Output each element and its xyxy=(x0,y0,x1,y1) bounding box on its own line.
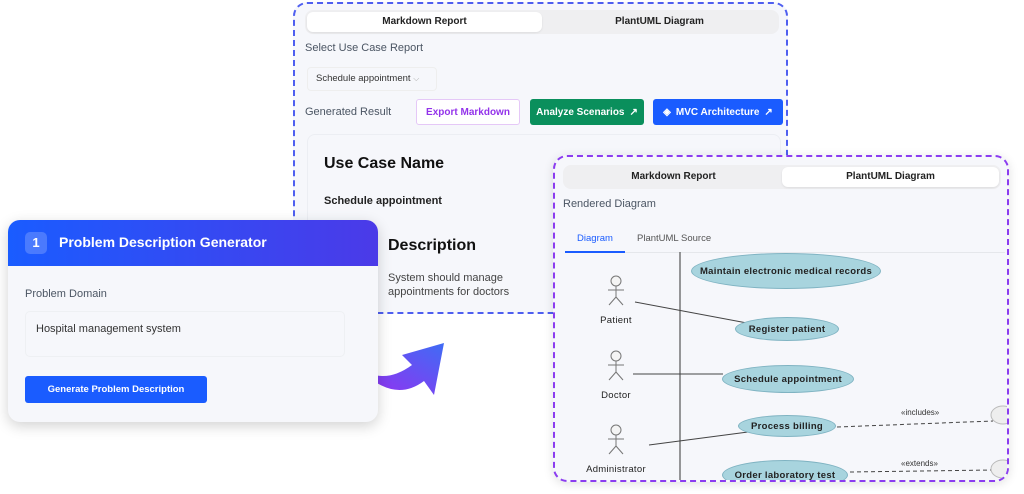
includes-label: «includes» xyxy=(901,408,940,417)
use-case-name-value: Schedule appointment xyxy=(324,195,442,207)
use-case-register-patient: Register patient xyxy=(735,317,839,341)
actor-patient-icon xyxy=(608,275,624,306)
heading-description: Description xyxy=(388,237,477,254)
use-case-diagram xyxy=(608,252,1007,480)
export-markdown-button[interactable]: Export Markdown xyxy=(416,99,520,125)
card-title: Problem Description Generator xyxy=(59,234,267,250)
problem-domain-input[interactable]: Hospital management system xyxy=(25,311,345,357)
step-badge: 1 xyxy=(25,232,47,254)
select-value: Schedule appointment xyxy=(316,73,411,84)
generated-label: Generated Result xyxy=(305,106,392,118)
actor-doctor-icon xyxy=(608,350,624,381)
use-case-maintain-records: Maintain electronic medical records xyxy=(691,253,881,289)
analyze-scenarios-button[interactable]: Analyze Scenarios ↗ xyxy=(530,99,644,125)
select-label: Select Use Case Report xyxy=(305,42,423,54)
actor-administrator-icon xyxy=(608,424,624,455)
use-case-schedule-appointment: Schedule appointment xyxy=(722,365,854,393)
problem-generator-card: 1 Problem Description Generator Problem … xyxy=(8,220,378,422)
actor-doctor: Doctor xyxy=(601,390,631,401)
card-header: 1 Problem Description Generator xyxy=(8,220,378,266)
chevron-down-icon: ⌵ xyxy=(413,74,420,83)
mvc-label: MVC Architecture xyxy=(675,106,760,118)
use-case-process-billing: Process billing xyxy=(738,415,836,437)
actor-administrator: Administrator xyxy=(586,464,646,475)
problem-domain-label: Problem Domain xyxy=(25,288,107,300)
mvc-architecture-button[interactable]: ◈ MVC Architecture ↗ xyxy=(653,99,783,125)
diagram-panel-tabs: Markdown Report PlantUML Diagram xyxy=(563,165,1001,189)
extends-label: «extends» xyxy=(901,459,938,468)
tab-markdown-report[interactable]: Markdown Report xyxy=(307,12,542,32)
diagram-panel: Markdown Report PlantUML Diagram Rendere… xyxy=(553,155,1009,482)
analyze-label: Analyze Scenarios xyxy=(536,106,625,118)
report-tabs: Markdown Report PlantUML Diagram xyxy=(305,10,779,34)
subtab-plantuml-source[interactable]: PlantUML Source xyxy=(637,233,712,244)
subtab-diagram[interactable]: Diagram xyxy=(565,229,625,253)
layers-icon: ◈ xyxy=(663,106,671,118)
use-case-order-lab-test: Order laboratory test xyxy=(722,460,848,480)
description-value: System should manage appointments for do… xyxy=(388,272,510,298)
external-link-icon: ↗ xyxy=(764,106,773,118)
tab-markdown-report[interactable]: Markdown Report xyxy=(631,171,716,182)
arrow-icon xyxy=(356,343,444,395)
rendered-diagram-title: Rendered Diagram xyxy=(563,198,656,210)
use-case-select[interactable]: Schedule appointment ⌵ xyxy=(307,67,437,91)
heading-use-case-name: Use Case Name xyxy=(324,155,445,172)
tab-plantuml-diagram[interactable]: PlantUML Diagram xyxy=(782,167,999,187)
actor-patient: Patient xyxy=(600,315,632,326)
generate-problem-description-button[interactable]: Generate Problem Description xyxy=(25,376,207,403)
tab-plantuml-diagram[interactable]: PlantUML Diagram xyxy=(615,16,704,27)
external-link-icon: ↗ xyxy=(629,106,638,118)
actor-figures xyxy=(608,275,624,455)
